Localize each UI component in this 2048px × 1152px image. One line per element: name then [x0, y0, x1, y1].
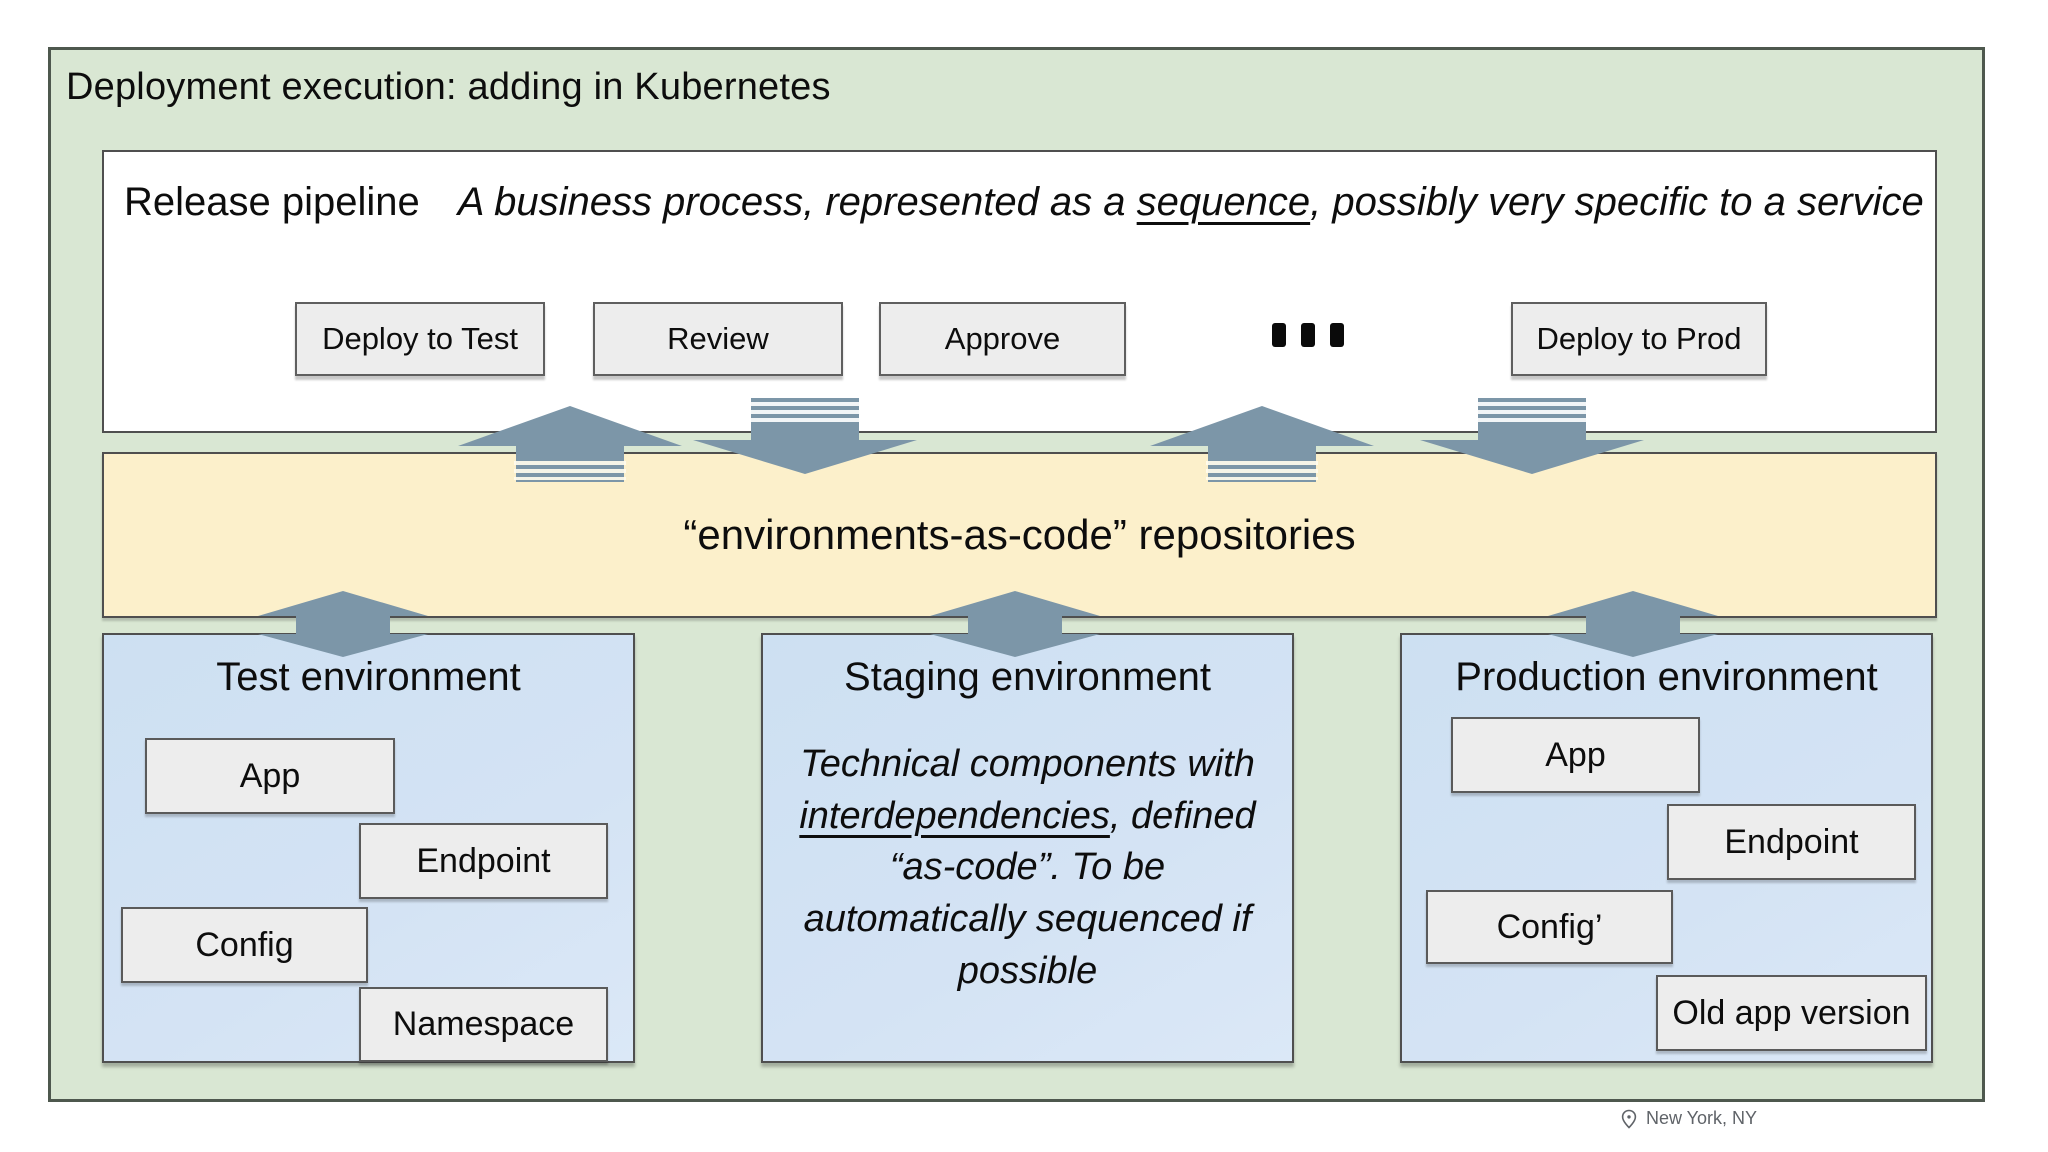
test-environment-panel: Test environment App Endpoint Config Nam…: [102, 633, 635, 1063]
double-arrow-icon: [1543, 589, 1723, 659]
step-deploy-to-test: Deploy to Test: [295, 302, 545, 376]
step-deploy-to-prod: Deploy to Prod: [1511, 302, 1767, 376]
production-endpoint-box: Endpoint: [1667, 804, 1916, 880]
down-arrow-icon: [685, 398, 925, 478]
double-arrow-icon: [253, 589, 433, 659]
subtitle-suffix: , possibly very specific to a service: [1310, 180, 1924, 224]
staging-environment-panel: Staging environment Technical components…: [761, 633, 1294, 1063]
production-old-app-version-box: Old app version: [1656, 975, 1927, 1051]
location-pin-icon: [1620, 1109, 1638, 1129]
test-endpoint-box: Endpoint: [359, 823, 608, 899]
test-app-box: App: [145, 738, 395, 814]
test-namespace-box: Namespace: [359, 987, 608, 1062]
step-approve: Approve: [879, 302, 1126, 376]
down-arrow-icon: [1412, 398, 1652, 478]
subtitle-underlined-word: sequence: [1136, 180, 1311, 224]
production-environment-panel: Production environment App Endpoint Conf…: [1400, 633, 1933, 1063]
release-pipeline-subtitle: A business process, represented as a seq…: [458, 180, 1924, 225]
production-app-box: App: [1451, 717, 1700, 793]
test-config-box: Config: [121, 907, 368, 983]
staging-description: Technical components with interdependenc…: [781, 739, 1274, 997]
location-watermark: New York, NY: [1620, 1108, 1757, 1129]
staging-desc-prefix: Technical components with: [800, 743, 1255, 785]
release-pipeline-label: Release pipeline: [124, 180, 420, 224]
test-environment-title: Test environment: [216, 655, 521, 699]
release-pipeline-heading: Release pipeline A business process, rep…: [124, 180, 1924, 225]
staging-desc-underlined-word: interdependencies: [799, 794, 1110, 837]
step-review: Review: [593, 302, 843, 376]
staging-environment-title: Staging environment: [844, 655, 1211, 699]
production-config-box: Config’: [1426, 890, 1673, 964]
ellipsis-more-steps-icon: [1272, 323, 1344, 347]
location-label: New York, NY: [1646, 1108, 1758, 1128]
up-arrow-icon: [1142, 400, 1382, 482]
slide-title: Deployment execution: adding in Kubernet…: [66, 66, 831, 108]
production-environment-title: Production environment: [1455, 655, 1878, 699]
double-arrow-icon: [925, 589, 1105, 659]
environments-as-code-band: “environments-as-code” repositories: [102, 452, 1937, 618]
up-arrow-icon: [450, 400, 690, 482]
subtitle-prefix: A business process, represented as a: [457, 180, 1137, 224]
staging-desc-suffix: , defined “as-code”. To be automatically…: [803, 794, 1256, 992]
release-pipeline-panel: Release pipeline A business process, rep…: [102, 150, 1937, 433]
